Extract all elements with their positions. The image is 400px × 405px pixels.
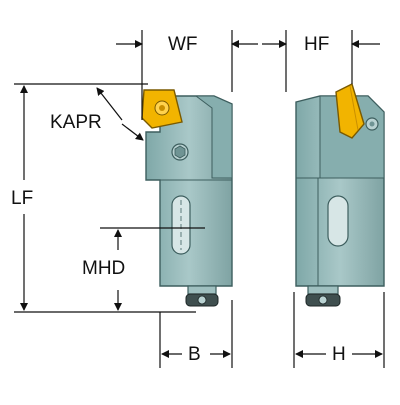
label-lf: LF: [10, 188, 35, 209]
label-b: B: [187, 344, 202, 365]
front-view: [141, 89, 233, 307]
front-bottom-stud: [187, 285, 217, 295]
label-hf: HF: [303, 34, 331, 55]
label-h: H: [331, 344, 347, 365]
side-slot: [327, 195, 349, 247]
side-insert: [335, 83, 365, 139]
front-holder-head: [194, 95, 233, 179]
label-mhd: MHD: [81, 258, 127, 279]
label-kapr: KAPR: [49, 112, 103, 133]
dimensions: [14, 30, 385, 368]
label-wf: WF: [167, 34, 199, 55]
side-view: [295, 83, 385, 307]
side-bottom-stud: [307, 285, 339, 295]
